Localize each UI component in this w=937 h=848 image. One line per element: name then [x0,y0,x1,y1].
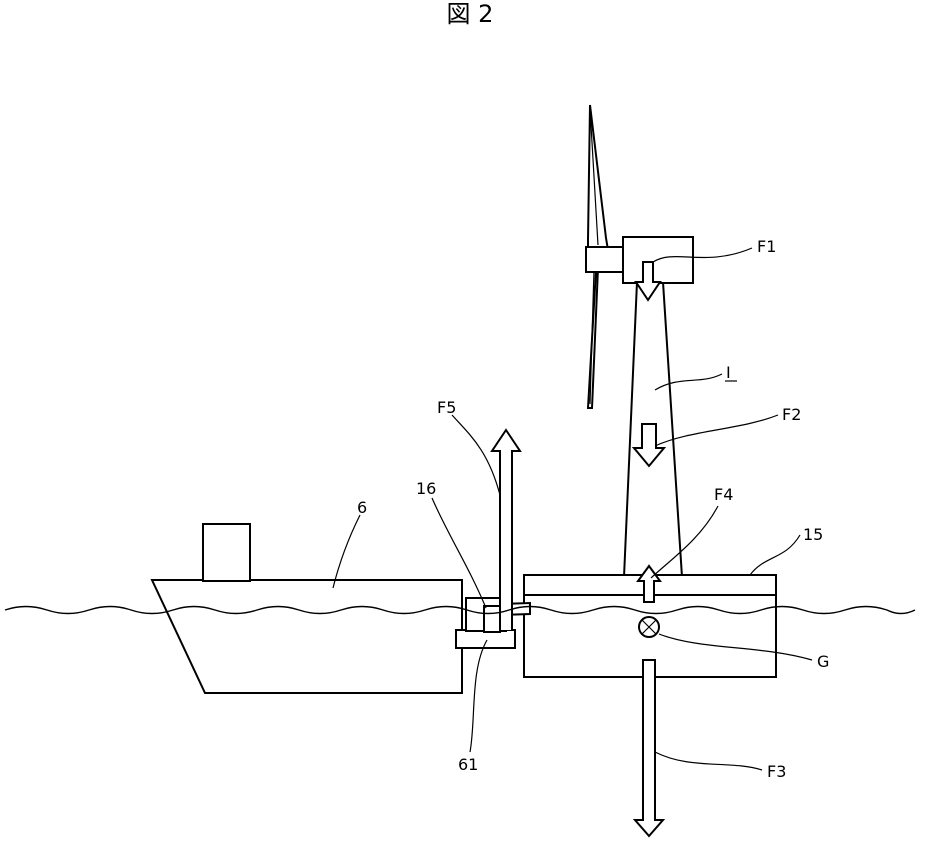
force-arrow-f3 [635,660,663,836]
label-61: 61 [458,755,478,774]
label-tower-id: I [726,363,731,382]
label-f3: F3 [767,762,786,781]
turbine-hub [586,247,624,272]
label-g: G [817,652,829,671]
leader-f5 [452,415,500,495]
label-f5: F5 [437,398,456,417]
label-f2: F2 [782,405,801,424]
label-15: 15 [803,525,823,544]
label-f1: F1 [757,237,776,256]
leader-15 [750,535,800,575]
leader-6 [333,515,360,588]
label-6: 6 [357,498,367,517]
ship-cabin [203,524,250,581]
label-f4: F4 [714,485,733,504]
ship-hull [152,580,462,693]
label-16: 16 [416,479,436,498]
center-of-gravity-symbol [639,617,659,637]
connector-16 [484,606,500,632]
figure-title: 図 2 [447,0,494,28]
leader-61 [470,640,487,752]
leader-f3 [655,752,762,770]
